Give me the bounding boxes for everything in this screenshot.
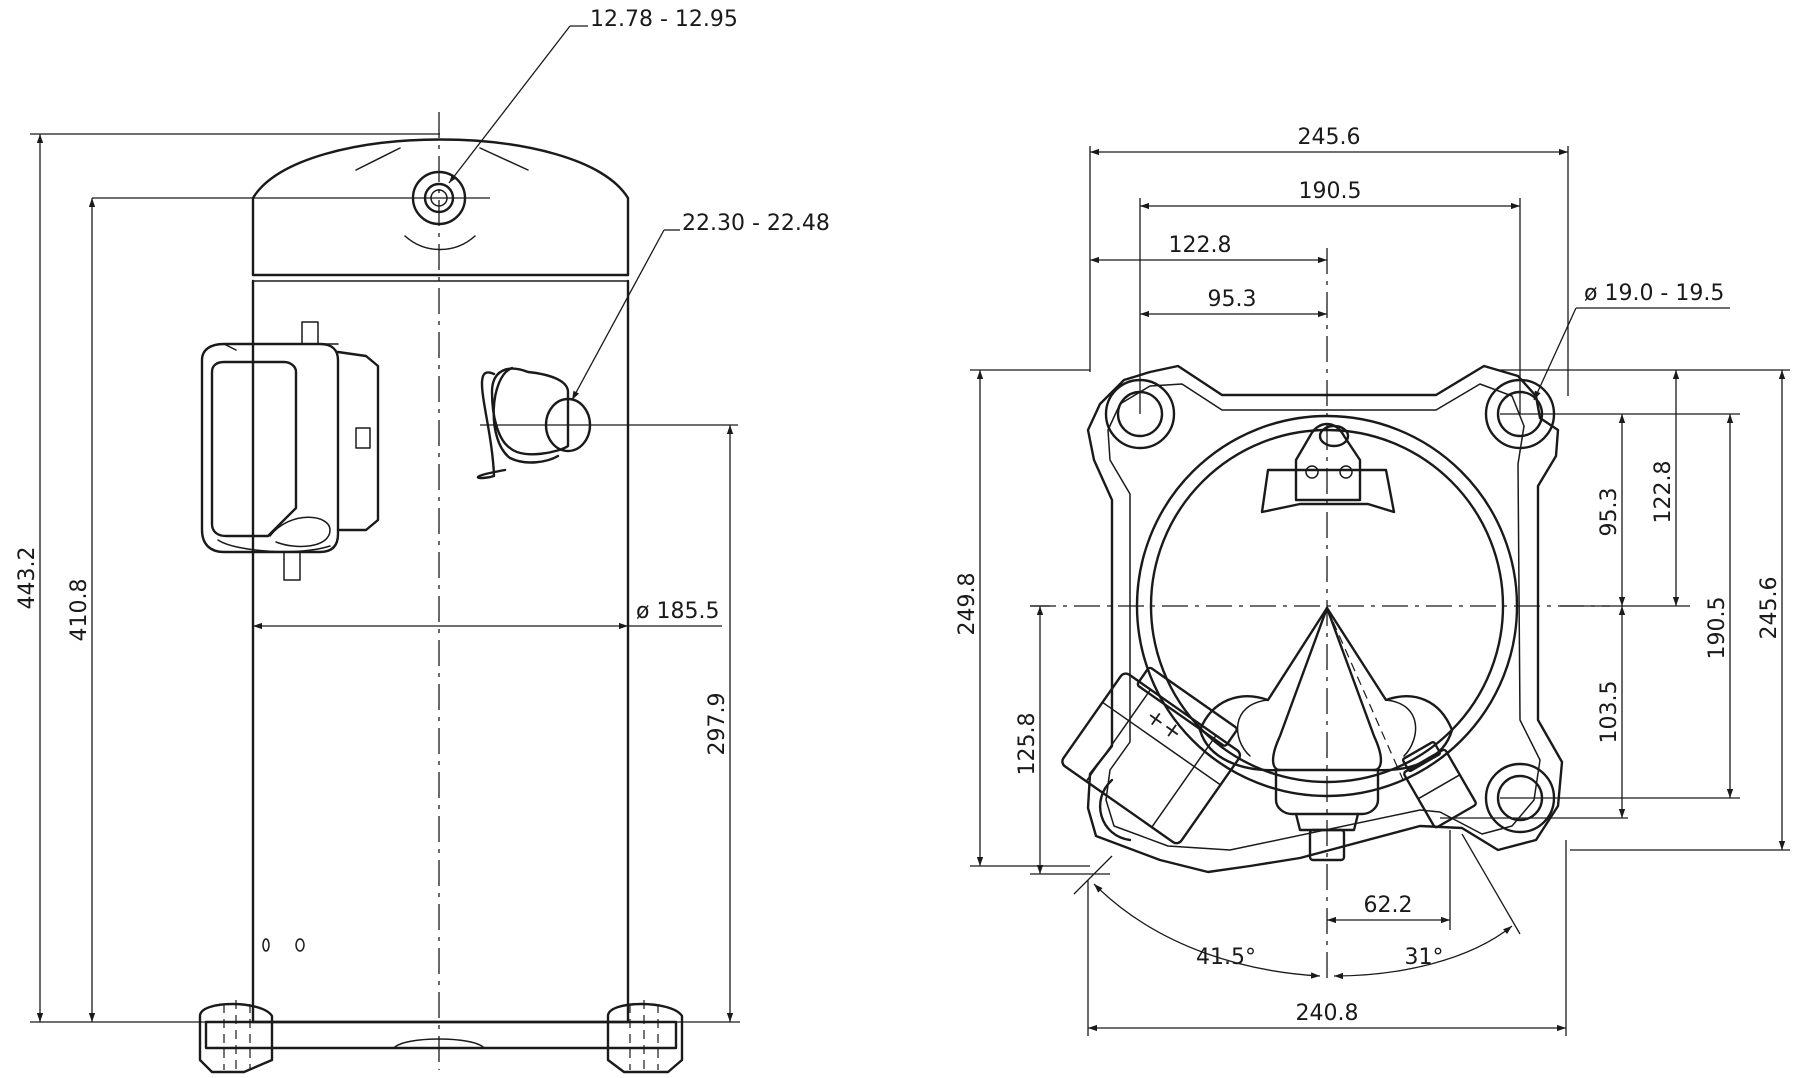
label-upper-hole-y: 95.3 (1597, 488, 1622, 537)
top-bracket (1260, 422, 1396, 514)
side-view: 443.2 410.8 297.9 ø 185.5 12.78 - 12.95 … (15, 7, 830, 1074)
shell-circle-inner (1149, 428, 1505, 784)
dome-shade-left (355, 147, 401, 171)
label-half-depth-y: 122.8 (1651, 461, 1676, 524)
label-angle-left: 41.5° (1196, 945, 1256, 970)
mounting-foot-left (198, 1002, 274, 1074)
label-overall-depth-left: 249.8 (955, 573, 980, 636)
terminal-block: + + (1061, 666, 1242, 845)
dome-shade-bottom (404, 235, 476, 251)
base-view: + + 245.6 190.5 122.8 95.3 ø 19.0 - 19.5 (955, 125, 1790, 1036)
lower-bearing-housing (1198, 606, 1454, 862)
label-half-hole-x: 95.3 (1208, 287, 1257, 312)
label-hole-diameter: ø 19.0 - 19.5 (1584, 281, 1724, 306)
discharge-fitting (92, 170, 490, 226)
leader-discharge (448, 25, 571, 184)
terminal-box (200, 321, 380, 581)
mounting-foot-right (606, 1002, 684, 1074)
label-lower-depth: 125.8 (1015, 713, 1040, 776)
label-terminal-offset: 62.2 (1364, 893, 1413, 918)
label-overall-depth-right: 245.6 (1757, 577, 1782, 640)
base-plate-inner-rim (1105, 383, 1541, 851)
shell-circle-outer (1135, 414, 1519, 798)
base-plate (198, 1000, 684, 1074)
label-rotalock-height: 410.8 (67, 579, 92, 642)
leader-suction (571, 229, 665, 401)
label-hole-spacing-y: 190.5 (1705, 597, 1730, 660)
label-suction-connection: 22.30 - 22.48 (682, 211, 830, 236)
arc-angle-right (1333, 925, 1513, 980)
leader-hole-diameter (1533, 307, 1577, 401)
dome-shade-right (479, 147, 529, 171)
label-overall-height: 443.2 (15, 547, 40, 610)
label-hole-spacing-x: 190.5 (1299, 179, 1362, 204)
label-suction-height: 297.9 (705, 693, 730, 756)
angle-leader-left (1073, 855, 1113, 895)
mounting-hole-bottom-left (1098, 778, 1132, 842)
label-base-width: 240.8 (1296, 1001, 1359, 1026)
arc-angle-left (1093, 883, 1321, 979)
right-fitting (1401, 740, 1477, 829)
suction-fitting (476, 366, 738, 480)
label-overall-width: 245.6 (1298, 125, 1361, 150)
shell-dome (251, 138, 630, 277)
label-half-width-x: 122.8 (1169, 233, 1232, 258)
label-lower-hole-y: 103.5 (1597, 681, 1622, 744)
label-angle-right: 31° (1405, 945, 1444, 970)
angle-leader-right (1461, 833, 1521, 935)
shell-marking-hole-1 (262, 938, 270, 952)
shell-marking-hole-2 (295, 938, 305, 952)
label-discharge-connection: 12.78 - 12.95 (590, 7, 738, 32)
label-shell-diameter: ø 185.5 (636, 599, 719, 624)
